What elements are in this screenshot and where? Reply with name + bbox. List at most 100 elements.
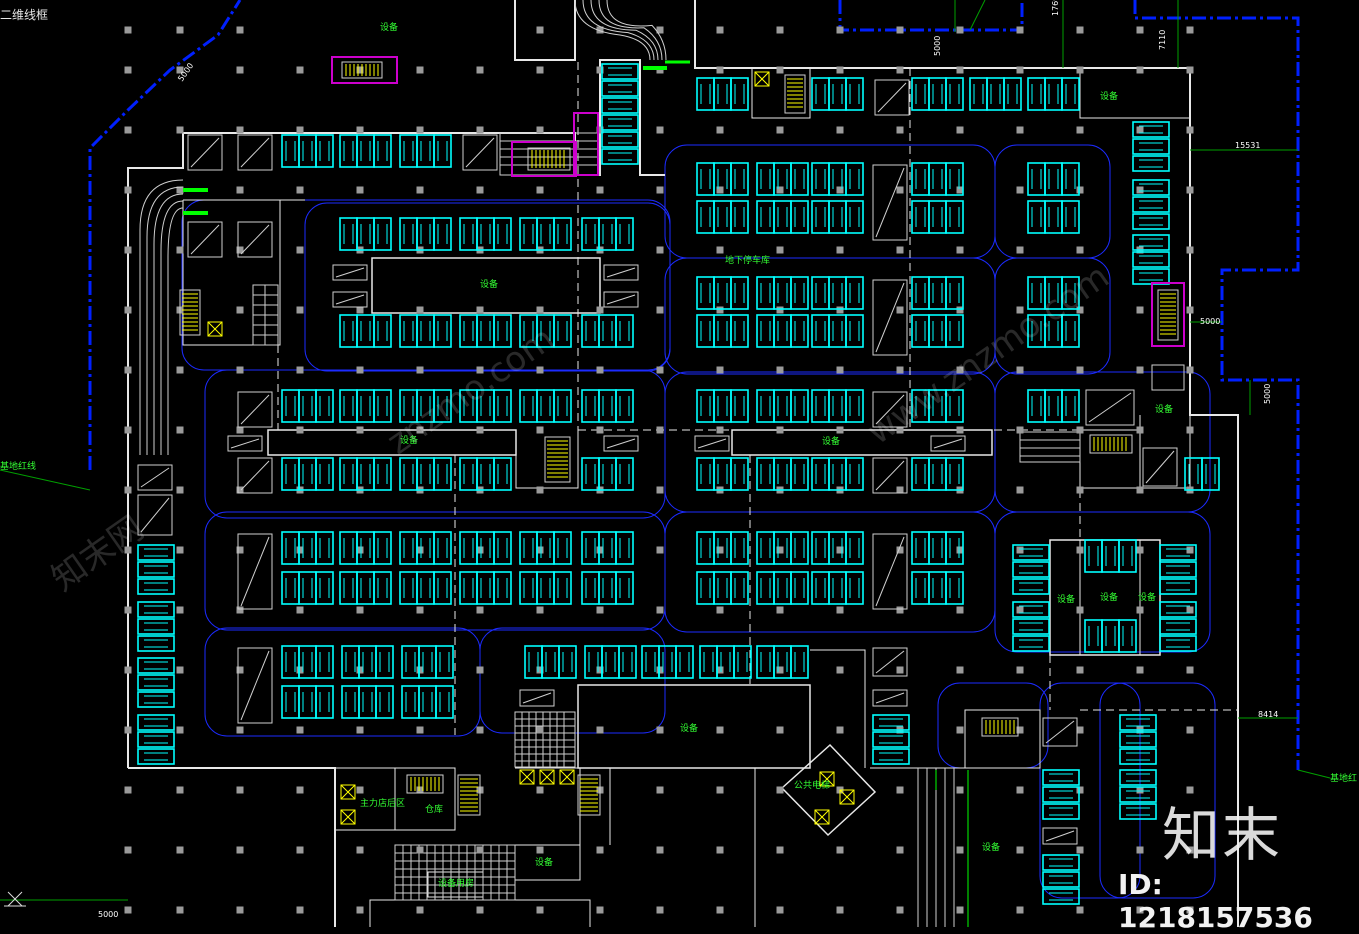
- stairwell: [981, 717, 1019, 737]
- column-dot: [956, 426, 964, 434]
- parking-stall: [418, 685, 437, 719]
- column-dot: [176, 666, 184, 674]
- parking-stall: [1012, 635, 1050, 652]
- parking-stall: [598, 389, 617, 423]
- empty-stall-diag: [240, 650, 270, 721]
- parking-stall: [356, 571, 375, 605]
- parking-stall: [137, 544, 175, 561]
- column-dot: [836, 26, 844, 34]
- empty-stall: [1142, 447, 1178, 487]
- parking-stall: [1132, 121, 1170, 138]
- column-dot: [1186, 366, 1194, 374]
- parking-stall: [553, 314, 572, 348]
- stairwell: [457, 774, 481, 816]
- parking-stall: [1119, 748, 1157, 765]
- elevator-cab: [519, 769, 535, 785]
- label-red-line-east: 基地红: [1330, 772, 1357, 784]
- room-labels: 设备 设备 设备 地下停车库 设备 设备 设备 设备 设备 设备 设备 设备 设…: [0, 21, 1357, 889]
- elevator-x: [539, 769, 555, 785]
- column-dot: [296, 846, 304, 854]
- empty-stall-diag: [522, 692, 552, 704]
- column-dot: [1016, 26, 1024, 34]
- column-dot: [124, 486, 132, 494]
- parking-stall: [713, 77, 732, 111]
- empty-stall: [187, 221, 223, 258]
- parking-stall: [790, 389, 809, 423]
- parking-stall: [137, 674, 175, 691]
- column-dot: [536, 546, 544, 554]
- column-dot: [236, 66, 244, 74]
- elevator-x: [340, 784, 356, 800]
- column-dot: [956, 546, 964, 554]
- column-dot: [356, 126, 364, 134]
- parking-stall: [373, 314, 392, 348]
- parking-stall: [1101, 619, 1120, 653]
- parking-stall: [519, 389, 538, 423]
- column-dot: [1136, 846, 1144, 854]
- column-dot: [896, 786, 904, 794]
- column-dot: [836, 186, 844, 194]
- column-dot: [1136, 606, 1144, 614]
- label-equipment-e2: 设备: [1100, 591, 1118, 603]
- parking-stall: [416, 389, 435, 423]
- parking-stall: [581, 457, 600, 491]
- empty-stall: [462, 134, 498, 171]
- column-dot: [176, 606, 184, 614]
- parking-stall: [811, 531, 830, 565]
- core-room2: [580, 767, 611, 845]
- column-dot: [416, 606, 424, 614]
- column-dot: [776, 726, 784, 734]
- empty-stall: [930, 435, 966, 452]
- parking-stall: [713, 276, 732, 310]
- parking-stall: [1044, 389, 1063, 423]
- parking-stall: [696, 77, 715, 111]
- stairwell: [527, 147, 571, 171]
- empty-stall: [237, 134, 273, 171]
- column-dot: [956, 906, 964, 914]
- parking-stall: [373, 217, 392, 251]
- parking-stall: [399, 314, 418, 348]
- column-dot: [716, 246, 724, 254]
- column-dot: [476, 906, 484, 914]
- dim-7110: 7110: [1158, 30, 1167, 50]
- column-dot: [356, 186, 364, 194]
- parking-stall: [730, 314, 749, 348]
- column-dot: [1136, 906, 1144, 914]
- parking-stall: [730, 389, 749, 423]
- column-dot: [716, 66, 724, 74]
- empty-stall: [1042, 717, 1078, 747]
- elevator-cab: [754, 71, 770, 87]
- site-boundary: [0, 0, 1331, 779]
- parking-stall: [828, 571, 847, 605]
- column-dot: [536, 66, 544, 74]
- parking-stall: [872, 748, 910, 765]
- parking-stall: [137, 635, 175, 652]
- column-dot: [1076, 246, 1084, 254]
- parking-stall: [756, 571, 775, 605]
- column-dot: [776, 846, 784, 854]
- empty-stall: [237, 457, 273, 494]
- column-dot: [296, 366, 304, 374]
- column-dot: [1016, 126, 1024, 134]
- column-dot: [596, 66, 604, 74]
- ne-room: [1079, 68, 1190, 119]
- column-dot: [656, 606, 664, 614]
- column-grid: [124, 26, 1194, 914]
- column-dot: [1186, 846, 1194, 854]
- lane-loop: [937, 682, 1049, 769]
- empty-stall: [137, 494, 173, 536]
- column-dot: [236, 546, 244, 554]
- column-dot: [716, 606, 724, 614]
- parking-stall: [373, 389, 392, 423]
- column-dot: [896, 306, 904, 314]
- parking-stall: [790, 531, 809, 565]
- column-dot: [1016, 486, 1024, 494]
- empty-stall: [872, 647, 908, 677]
- empty-stall-diag: [1088, 392, 1132, 423]
- column-dot: [836, 666, 844, 674]
- parking-stall: [459, 571, 478, 605]
- parking-stall: [811, 314, 830, 348]
- column-dot: [716, 366, 724, 374]
- viewport-label[interactable]: 二维线框: [0, 8, 49, 22]
